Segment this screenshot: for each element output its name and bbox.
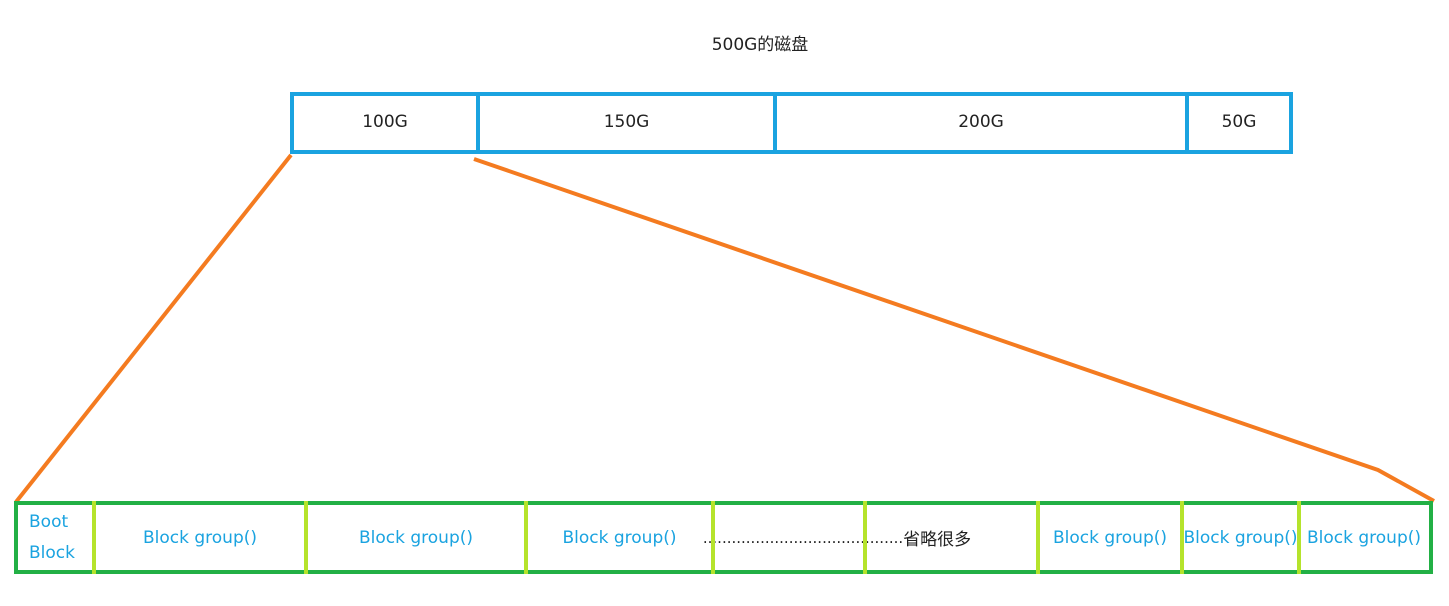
boot-block: Boot Block bbox=[18, 505, 94, 570]
block-group: Block group() bbox=[524, 501, 713, 574]
block-group-label: Block group() bbox=[1183, 527, 1298, 548]
block-group-label: Block group() bbox=[142, 527, 258, 548]
partition-label: 100G bbox=[362, 112, 408, 132]
filesystem-bar: Boot Block Block group() Block group() B… bbox=[14, 501, 1433, 574]
omitted-section: ........省略很多 bbox=[863, 501, 1038, 574]
block-group-label: Block group() bbox=[358, 527, 474, 548]
boot-block-line: Block bbox=[29, 542, 75, 563]
omitted-dots-text: .................................. bbox=[702, 528, 865, 547]
partition-200g: 200G bbox=[773, 96, 1185, 150]
block-group-label: Block group() bbox=[562, 527, 677, 548]
block-group: Block group() bbox=[1297, 501, 1429, 574]
partition-label: 200G bbox=[958, 112, 1004, 132]
partition-100g: 100G bbox=[294, 96, 476, 150]
block-group: Block group() bbox=[92, 501, 306, 574]
omitted-dots-continued: ........ bbox=[865, 528, 904, 547]
partition-label: 150G bbox=[603, 112, 650, 132]
block-group: Block group() bbox=[1036, 501, 1182, 574]
disk-bar: 100G 150G 200G 50G bbox=[290, 92, 1293, 154]
block-group: Block group() bbox=[1180, 501, 1299, 574]
block-group-label: Block group() bbox=[1306, 527, 1422, 548]
partition-150g: 150G bbox=[476, 96, 773, 150]
boot-block-line: Boot bbox=[29, 511, 69, 532]
zoom-line-left bbox=[14, 153, 293, 504]
omitted-label: 省略很多 bbox=[903, 530, 972, 550]
block-group-label: Block group() bbox=[1052, 527, 1168, 548]
omitted-dots: .................................. bbox=[703, 501, 865, 574]
partition-50g: 50G bbox=[1185, 96, 1289, 150]
zoom-line-right bbox=[473, 157, 1435, 503]
block-group: Block group() bbox=[304, 501, 526, 574]
partition-label: 50G bbox=[1221, 112, 1257, 132]
diagram-title: 500G的磁盘 bbox=[711, 35, 809, 55]
